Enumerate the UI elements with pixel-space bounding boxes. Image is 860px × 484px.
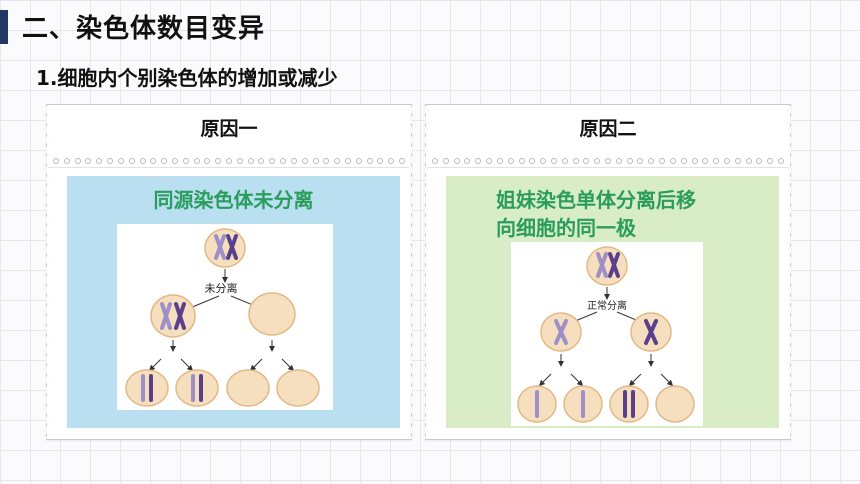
gamete-normal-1: [517, 385, 557, 423]
daughter-cell-light: [540, 312, 582, 352]
gamete-normal-2: [563, 385, 603, 423]
daughter-cell-empty: [248, 292, 296, 336]
nondisjunction-diagram-homologous: 未分离: [117, 224, 333, 410]
diagram-label: 正常分离: [587, 299, 627, 312]
gamete-extra-1: [125, 369, 169, 407]
gamete-missing: [655, 385, 695, 423]
notebook-holes: [47, 155, 411, 168]
daughter-cell-dark: [630, 312, 672, 352]
diagram-label: 未分离: [205, 281, 238, 295]
cause-one-card: 原因一 同源染色体未分离 未分离: [46, 104, 412, 440]
cause-two-panel-title: 姐妹染色单体分离后移 向细胞的同一极: [496, 186, 759, 242]
cause-one-header: 原因一: [200, 118, 258, 140]
gamete-extra: [609, 385, 649, 423]
notebook-holes: [426, 155, 790, 168]
slide-title: 二、染色体数目变异: [22, 14, 266, 44]
cause-two-panel: 姐妹染色单体分离后移 向细胞的同一极 正常分离: [446, 176, 779, 428]
panel-title-line-1: 姐妹染色单体分离后移: [496, 188, 696, 212]
gamete-missing-1: [226, 369, 270, 407]
cause-one-panel: 同源染色体未分离 未分离: [67, 176, 400, 428]
panel-title-line-2: 向细胞的同一极: [496, 216, 636, 240]
gamete-missing-2: [276, 369, 320, 407]
parent-cell: [586, 246, 628, 286]
daughter-cell-with-pair: [150, 294, 196, 338]
slide-subtitle: 1.细胞内个别染色体的增加或减少: [36, 66, 338, 90]
gamete-extra-2: [175, 369, 219, 407]
cause-one-panel-title: 同源染色体未分离: [153, 188, 314, 212]
title-accent-bar: [0, 10, 8, 44]
parent-cell: [204, 228, 246, 268]
nondisjunction-diagram-sister: 正常分离: [511, 242, 703, 426]
cause-two-card: 原因二 姐妹染色单体分离后移 向细胞的同一极 正常分离: [425, 104, 791, 440]
cause-two-header: 原因二: [579, 118, 637, 140]
